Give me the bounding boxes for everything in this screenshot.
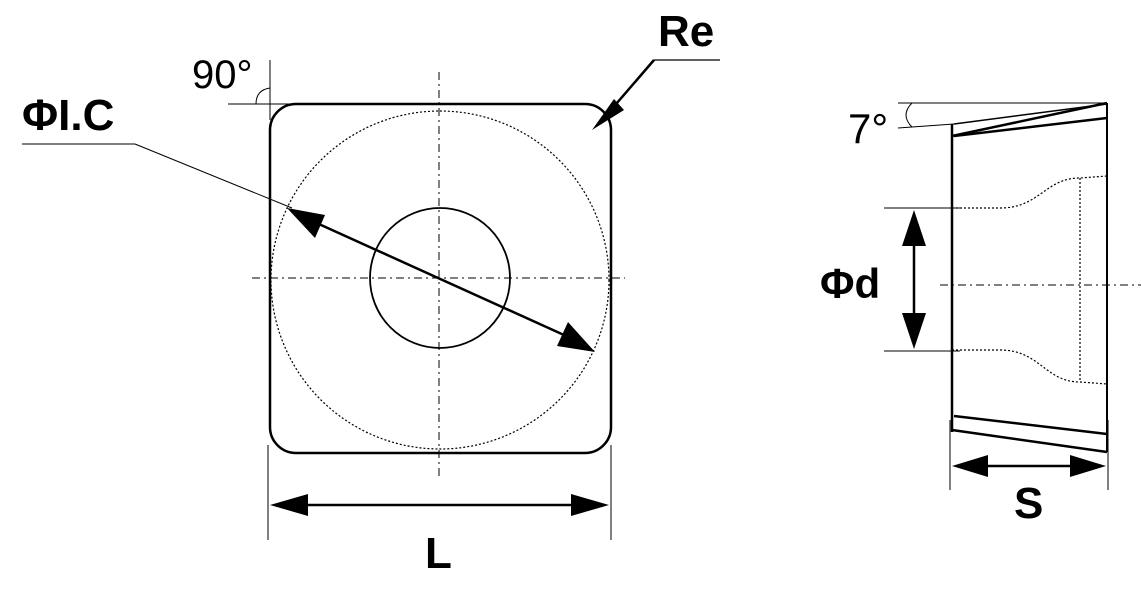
side-view: 7° Φd S (820, 101, 1141, 528)
clearance-angle-arc (905, 102, 913, 128)
insert-square-outline (268, 102, 613, 455)
corner-radius-label: Re (658, 7, 714, 56)
inscribed-circle-leader (134, 143, 293, 209)
thickness-arrowhead-right (1070, 455, 1106, 477)
side-top-chamfer-lower (953, 116, 1108, 138)
clearance-angle-leader-sloped (897, 123, 955, 129)
inscribed-circle-label: ΦI.C (22, 91, 114, 140)
thickness-arrowhead-left (952, 455, 988, 477)
corner-angle-label: 90° (192, 53, 253, 97)
inscribed-circle-dimension-line (309, 218, 576, 342)
inscribed-circle-arrowhead-lower (557, 322, 595, 352)
edge-length-arrowhead-left (270, 494, 308, 516)
side-bottom-chamfer (953, 414, 1108, 436)
edge-length-label: L (425, 529, 452, 578)
corner-angle-arc (255, 87, 271, 105)
inscribed-circle-arrowhead-upper (287, 208, 325, 238)
front-view: 90° Re ΦI.C L (22, 7, 720, 578)
thickness-label: S (1014, 479, 1043, 528)
inscribed-circle (270, 110, 610, 450)
hole-diameter-label: Φd (820, 260, 880, 307)
clearance-angle-label: 7° (848, 105, 888, 152)
edge-length-arrowhead-right (571, 494, 609, 516)
side-hole-lower-hidden (952, 349, 1108, 385)
hole-diameter-arrowhead-lower (902, 313, 926, 349)
side-top-edge (951, 101, 1108, 138)
side-top-chamfer (953, 103, 1108, 125)
corner-radius-arrowhead (592, 99, 624, 130)
center-hole (369, 207, 511, 349)
side-bottom-edge (951, 428, 1108, 454)
side-hole-upper-hidden (952, 175, 1108, 209)
hole-diameter-arrowhead-upper (902, 210, 926, 246)
